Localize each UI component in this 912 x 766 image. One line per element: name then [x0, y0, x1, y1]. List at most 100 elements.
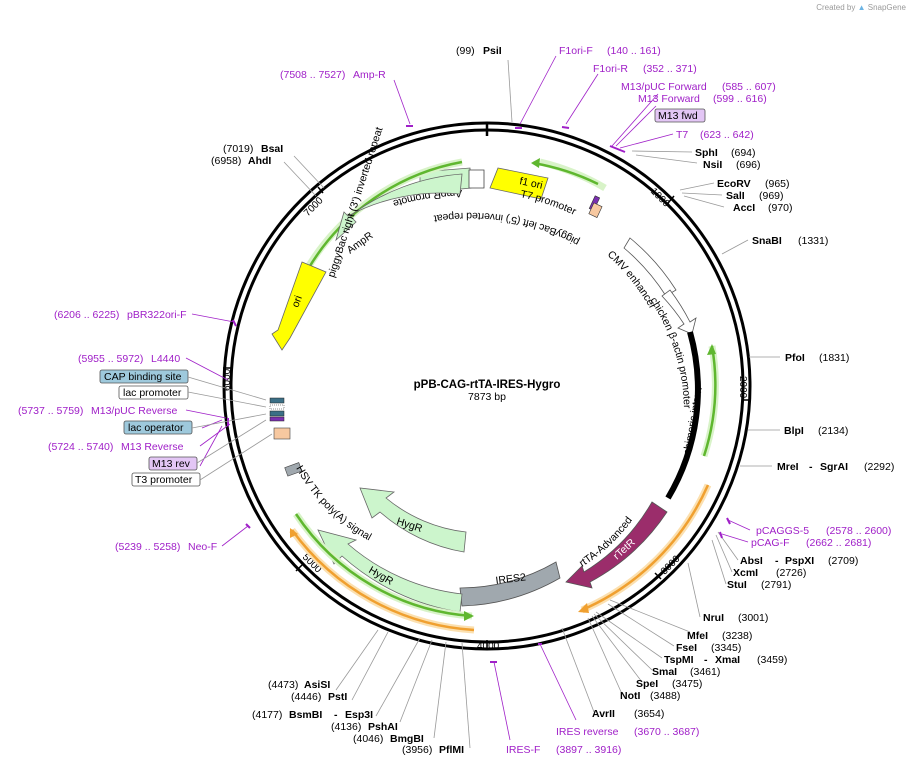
chicken-actin-feature[interactable] — [661, 289, 697, 335]
primer-m13puc-reverse[interactable]: (5737 .. 5759)M13/pUC Reverse — [18, 405, 178, 417]
cmv-enhancer-feature[interactable] — [623, 237, 677, 297]
primer-pbr322ori-f[interactable]: (6206 .. 6225)pBR322ori-F — [54, 309, 187, 321]
site-pshai[interactable]: (4136)PshAI — [331, 721, 398, 733]
site-mrei-sgrai[interactable]: MreI-SgrAI(2292) — [777, 461, 894, 473]
credit-brand: SnapGene — [867, 3, 906, 12]
t3-promoter-box[interactable]: T3 promoter — [131, 472, 201, 487]
site-avrii[interactable]: AvrII (3654) — [592, 708, 664, 720]
site-position: (965) — [765, 178, 790, 190]
primer-name: M13 Reverse — [121, 441, 184, 453]
site-tspmi-xmai[interactable]: TspMI-XmaI(3459) — [664, 654, 787, 666]
lac-operator-box[interactable]: lac operator — [123, 420, 193, 435]
site-snabi[interactable]: SnaBI(1331) — [752, 235, 828, 247]
hygr-arc-head — [464, 611, 474, 621]
site-stui[interactable]: StuI(2791) — [727, 579, 791, 591]
plasmid-length: 7873 bp — [468, 391, 506, 403]
site-asisi[interactable]: (4473)AsiSI — [268, 679, 330, 691]
chimeric-intron-feature[interactable] — [665, 331, 701, 500]
hygr-feature-1[interactable] — [359, 487, 467, 553]
site-name: StuI — [727, 579, 747, 591]
site-psti[interactable]: (4446)PstI — [291, 691, 347, 703]
lac-operator-mark — [269, 410, 285, 417]
site-spei[interactable]: SpeI(3475) — [636, 678, 702, 690]
site-name: MfeI — [687, 630, 708, 642]
f1-ori-arc-head — [531, 158, 540, 168]
primer-m13-reverse[interactable]: (5724 .. 5740)M13 Reverse — [48, 441, 184, 453]
lac-promoter-bg — [118, 385, 189, 400]
intron-arc-head — [707, 344, 716, 355]
cap-site-mark — [269, 397, 285, 404]
site-position: (3345) — [711, 642, 741, 654]
site-acci[interactable]: AccI(970) — [733, 202, 793, 214]
primer-m13-forward[interactable]: M13 Forward(599 .. 616) — [638, 93, 767, 105]
site-fsei[interactable]: FseI(3345) — [676, 642, 741, 654]
primer-name: pCAG-F — [751, 537, 790, 549]
credit-prefix: Created by — [816, 3, 856, 12]
primer-pcag-f[interactable]: pCAG-F(2662 .. 2681) — [751, 537, 871, 549]
site-name: PstI — [328, 691, 347, 703]
cap-binding-site-bg — [99, 369, 189, 384]
site-nrui[interactable]: NruI(3001) — [703, 612, 768, 624]
cap-binding-site-box[interactable]: CAP binding site — [99, 369, 189, 384]
m13-fwd-box[interactable]: M13 fwd — [654, 108, 706, 123]
primer-neo-f[interactable]: (5239 .. 5258) Neo-F — [115, 541, 217, 553]
ampr-feature[interactable] — [335, 173, 463, 242]
site-name: BsaI — [261, 143, 283, 155]
site-sphi[interactable]: SphI(694) — [695, 147, 756, 159]
site-bsmbi-esp3i[interactable]: (4177)BsmBI-Esp3I — [252, 709, 373, 721]
site-position: (3654) — [634, 708, 664, 720]
primer-name: T7 — [676, 129, 688, 141]
primer-m13puc-forward[interactable]: M13/pUC Forward(585 .. 607) — [621, 81, 776, 93]
lac-operator-label: lac operator — [128, 422, 184, 434]
primer-f1ori-f[interactable]: F1ori-F(140 .. 161) — [559, 45, 661, 57]
site-bmgbi[interactable]: (4046)BmgBI — [353, 733, 424, 745]
site-name: NsiI — [703, 159, 722, 171]
primer-pcaggs-5[interactable]: pCAGGS-5(2578 .. 2600) — [756, 525, 891, 537]
primer-l4440[interactable]: (5955 .. 5972)L4440 — [78, 353, 180, 365]
primer-f1ori-r[interactable]: F1ori-R(352 .. 371) — [593, 63, 697, 75]
primer-amp-r[interactable]: (7508 .. 7527)Amp-R — [280, 69, 386, 81]
primer-range: (5955 .. 5972) — [78, 353, 143, 365]
site-name: PfoI — [785, 352, 805, 364]
primer-ires-f[interactable]: IRES-F(3897 .. 3916) — [506, 744, 621, 756]
m13-rev-box[interactable]: M13 rev — [148, 456, 198, 471]
rtta-advanced-feature[interactable] — [565, 501, 668, 589]
site-mfei[interactable]: MfeI(3238) — [687, 630, 752, 642]
ires2-label: IRES2 — [495, 571, 527, 587]
ori-feature[interactable] — [271, 261, 327, 351]
site-name: AvrII — [592, 708, 615, 720]
intron-arc — [702, 345, 717, 457]
site-position: (4136) — [331, 721, 361, 733]
primer-ires-reverse[interactable]: IRES reverse(3670 .. 3687) — [556, 726, 699, 738]
primer-labels: F1ori-F(140 .. 161) F1ori-R(352 .. 371) … — [18, 45, 891, 756]
site-name: BmgBI — [390, 733, 424, 745]
site-xcmi[interactable]: XcmI(2726) — [733, 567, 806, 579]
primer-t7[interactable]: T7(623 .. 642) — [676, 129, 754, 141]
site-smai[interactable]: SmaI(3461) — [652, 666, 720, 678]
site-position: (3956) — [402, 744, 432, 756]
site-sali[interactable]: SalI(969) — [726, 190, 784, 202]
site-pflmi[interactable]: (3956)PflMI — [402, 744, 464, 756]
site-pfoi[interactable]: PfoI(1831) — [785, 352, 849, 364]
piggybac-left-label: piggyBac left (5') inverted repeat — [433, 210, 581, 248]
site-psii[interactable]: (99) PsiI — [456, 45, 502, 57]
ires2-feature[interactable] — [459, 561, 561, 607]
primer-range: (5239 .. 5258) — [115, 541, 180, 553]
site-nsii[interactable]: NsiI(696) — [703, 159, 761, 171]
rtta-arc-head — [578, 603, 589, 613]
site-position: (2726) — [776, 567, 806, 579]
site-position: (7019) — [223, 143, 253, 155]
site-noti[interactable]: NotI(3488) — [620, 690, 680, 702]
site-bsai[interactable]: (7019) BsaI — [223, 143, 283, 155]
primer-name: Neo-F — [188, 541, 217, 553]
lac-promoter-box[interactable]: lac promoter — [118, 385, 189, 400]
site-ecorv[interactable]: EcoRV(965) — [717, 178, 790, 190]
site-name-2: XmaI — [715, 654, 740, 666]
snapgene-logo-icon: ▲ — [857, 3, 866, 12]
f1-ori-feature[interactable] — [489, 167, 549, 200]
primer-name: M13/pUC Reverse — [91, 405, 178, 417]
site-ahdi[interactable]: (6958)AhdI — [211, 155, 271, 167]
site-blpi[interactable]: BlpI(2134) — [784, 425, 848, 437]
site-absi-pspxi[interactable]: AbsI-PspXI(2709) — [740, 555, 858, 567]
tick-mark — [654, 572, 662, 580]
